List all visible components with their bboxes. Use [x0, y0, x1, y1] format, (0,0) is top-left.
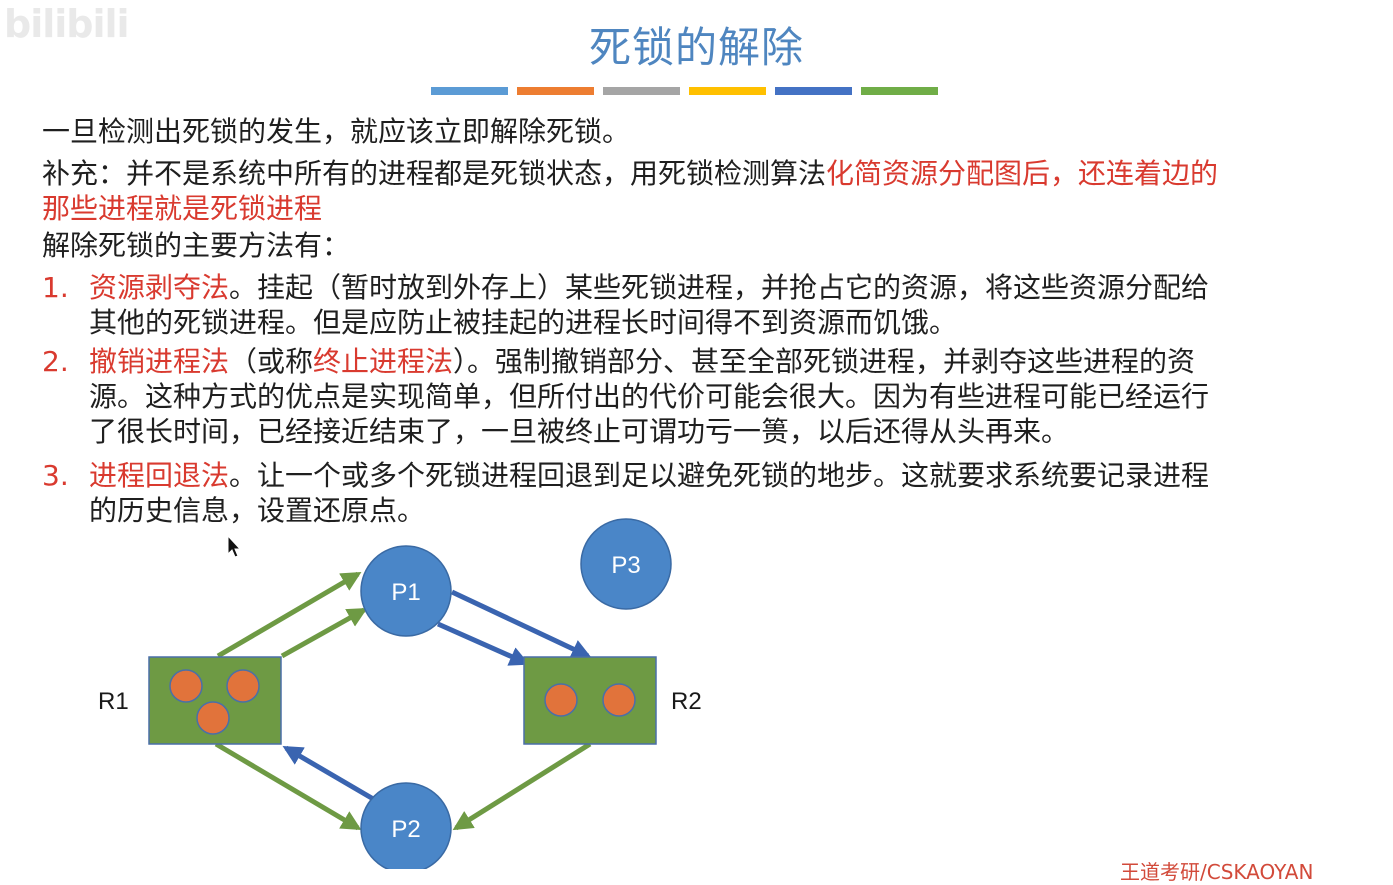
slide-title: 死锁的解除: [588, 23, 804, 72]
method-text: 。让一个或多个死锁进程回退到足以避免死锁的地步。这就要求系统要记录进程: [229, 459, 1210, 492]
resource-label-r2: R2: [671, 688, 702, 715]
resource-allocation-graph: R1 R2 P1 P3 P2: [98, 518, 702, 869]
method-item-1: 1. 资源剥夺法。挂起（暂时放到外存上）某些死锁进程，并抢占它的资源，将这些资源…: [42, 270, 1352, 340]
method-text: （或称: [229, 345, 314, 378]
edge-r1-p2-assign: [214, 741, 362, 831]
title-color-bar: [431, 87, 938, 95]
methods-intro: 解除死锁的主要方法有：: [42, 229, 351, 262]
mouse-cursor-icon: [227, 534, 242, 558]
resource-instance: [169, 669, 203, 703]
method-number: 2.: [42, 345, 69, 378]
color-bar-segment: [431, 87, 508, 95]
method-alt-name: 终止进程法: [313, 345, 454, 378]
supplement-paragraph: 补充：并不是系统中所有的进程都是死锁状态，用死锁检测算法化简资源分配图后，还连着…: [42, 156, 1372, 226]
process-label-p3: P3: [611, 552, 640, 579]
edge-p1-r2-request: [436, 621, 530, 666]
resource-label-r1: R1: [98, 688, 129, 715]
process-label-p2: P2: [391, 816, 420, 843]
bilibili-watermark: bilibili: [4, 2, 130, 46]
color-bar-segment: [775, 87, 852, 95]
method-name: 资源剥夺法: [89, 271, 230, 304]
edge-r2-p2-assign: [452, 741, 592, 831]
color-bar-segment: [861, 87, 938, 95]
method-text: 其他的死锁进程。但是应防止被挂起的进程长时间得不到资源而饥饿。: [89, 306, 958, 339]
method-name: 撤销进程法: [89, 345, 230, 378]
method-text: 源。这种方式的优点是实现简单，但所付出的代价可能会很大。因为有些进程可能已经运行: [89, 380, 1210, 413]
method-item-2: 2. 撤销进程法（或称终止进程法）。强制撤销部分、甚至全部死锁进程，并剥夺这些进…: [42, 344, 1352, 449]
color-bar-segment: [689, 87, 766, 95]
resource-instance: [196, 701, 230, 735]
process-label-p1: P1: [391, 579, 420, 606]
resource-instance: [226, 669, 260, 703]
edge-p2-r1-request: [282, 745, 377, 803]
supplement-prefix: 补充：并不是系统中所有的进程都是死锁状态，用死锁检测算法: [42, 157, 827, 190]
method-text: ）。强制撤销部分、甚至全部死锁进程，并剥夺这些进程的资: [453, 345, 1196, 378]
color-bar-segment: [517, 87, 594, 95]
process-p2: [360, 782, 452, 869]
method-item-3: 3. 进程回退法。让一个或多个死锁进程回退到足以避免死锁的地步。这就要求系统要记…: [42, 458, 1352, 528]
resource-instance: [602, 683, 636, 717]
supplement-highlight-a: 化简资源分配图后，还连着边的: [826, 157, 1219, 190]
method-number: 1.: [42, 271, 69, 304]
intro-line: 一旦检测出死锁的发生，就应该立即解除死锁。: [42, 115, 631, 148]
supplement-highlight-b: 那些进程就是死锁进程: [42, 192, 323, 225]
color-bar-segment: [603, 87, 680, 95]
process-p3: [580, 518, 672, 610]
footer-brand: 王道考研/CSKAOYAN: [1120, 860, 1314, 884]
edge-r1-p1-assign: [216, 571, 362, 659]
method-text: 的历史信息，设置还原点。: [89, 494, 426, 527]
process-p1: [360, 545, 452, 637]
method-text: 。挂起（暂时放到外存上）某些死锁进程，并抢占它的资源，将这些资源分配给: [229, 271, 1210, 304]
method-name: 进程回退法: [89, 459, 230, 492]
edge-p1-r2-request: [450, 589, 592, 659]
method-text: 了很长时间，已经接近结束了，一旦被终止可谓功亏一篑，以后还得从头再来。: [89, 415, 1070, 448]
resource-instance: [544, 683, 578, 717]
resource-r2: [523, 656, 657, 745]
edge-r1-p1-assign: [280, 607, 368, 659]
method-number: 3.: [42, 459, 69, 492]
